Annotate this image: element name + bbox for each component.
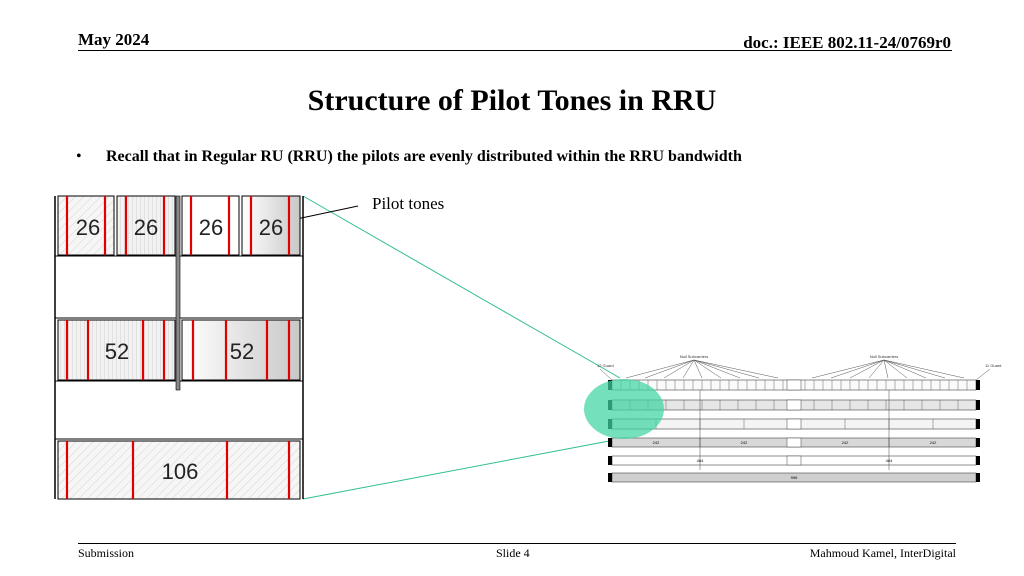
- overview-484-label-2: 484: [886, 458, 893, 463]
- highlight-circle: [584, 379, 664, 439]
- ru106-block: [57, 440, 301, 500]
- footer-rule: [78, 543, 956, 544]
- ru26-label-2: 26: [134, 215, 158, 240]
- overview-996-label: 996: [791, 475, 798, 480]
- overview-row-996: 996: [608, 472, 980, 483]
- overview-484-label-1: 484: [697, 458, 704, 463]
- overview-guard-right: 11 Guard: [985, 363, 1001, 368]
- ru52-block-2: [181, 319, 301, 381]
- overview-row-484: 484 484: [608, 455, 980, 466]
- footer-submission: Submission: [78, 546, 135, 560]
- overview-242-label-2: 242: [741, 440, 748, 445]
- header-doc-id: doc.: IEEE 802.11-24/0769r0: [743, 33, 951, 52]
- ru106-pilots: [65, 441, 291, 499]
- overview-guard-left: 12 Guard: [597, 363, 614, 368]
- ru26-label-1: 26: [76, 215, 100, 240]
- overview-row-242: 242 242 242 242: [608, 437, 980, 448]
- overview-fan-lines: [599, 359, 991, 381]
- bullet-text: Recall that in Regular RU (RRU) the pilo…: [106, 148, 742, 165]
- overview-row-26: [608, 379, 980, 391]
- overview-242-label-3: 242: [842, 440, 849, 445]
- overview-null-label-left: Null Subcarriers: [680, 354, 708, 359]
- ru26-label-4: 26: [259, 215, 283, 240]
- ru52-label-2: 52: [230, 339, 254, 364]
- ru106-label: 106: [162, 459, 199, 484]
- ru-overview-diagram: Null Subcarriers Null Subcarriers 12 Gua…: [584, 354, 1001, 483]
- ru52-label-1: 52: [105, 339, 129, 364]
- ru26-pilots: [65, 196, 291, 255]
- zoomed-ru-detail: 26 26 26 26 52 52 106: [54, 195, 304, 500]
- zoom-line-top: [302, 195, 621, 379]
- ru52-pilots: [65, 320, 291, 380]
- overview-242-label-1: 242: [653, 440, 660, 445]
- overview-242-label-4: 242: [930, 440, 937, 445]
- footer-author: Mahmoud Kamel, InterDigital: [809, 546, 956, 560]
- ru26-label-3: 26: [199, 215, 223, 240]
- footer-slide-number: Slide 4: [496, 546, 530, 560]
- overview-row-106: [608, 418, 980, 430]
- overview-null-label-right: Null Subcarriers: [870, 354, 898, 359]
- bullet-marker: •: [76, 148, 82, 165]
- header-date: May 2024: [78, 30, 150, 49]
- pilot-tones-callout: Pilot tones: [372, 194, 445, 213]
- zoom-line-bottom: [302, 437, 626, 500]
- header-rule: [78, 50, 952, 51]
- ru52-block-1: [57, 319, 176, 381]
- slide-title: Structure of Pilot Tones in RRU: [307, 84, 717, 117]
